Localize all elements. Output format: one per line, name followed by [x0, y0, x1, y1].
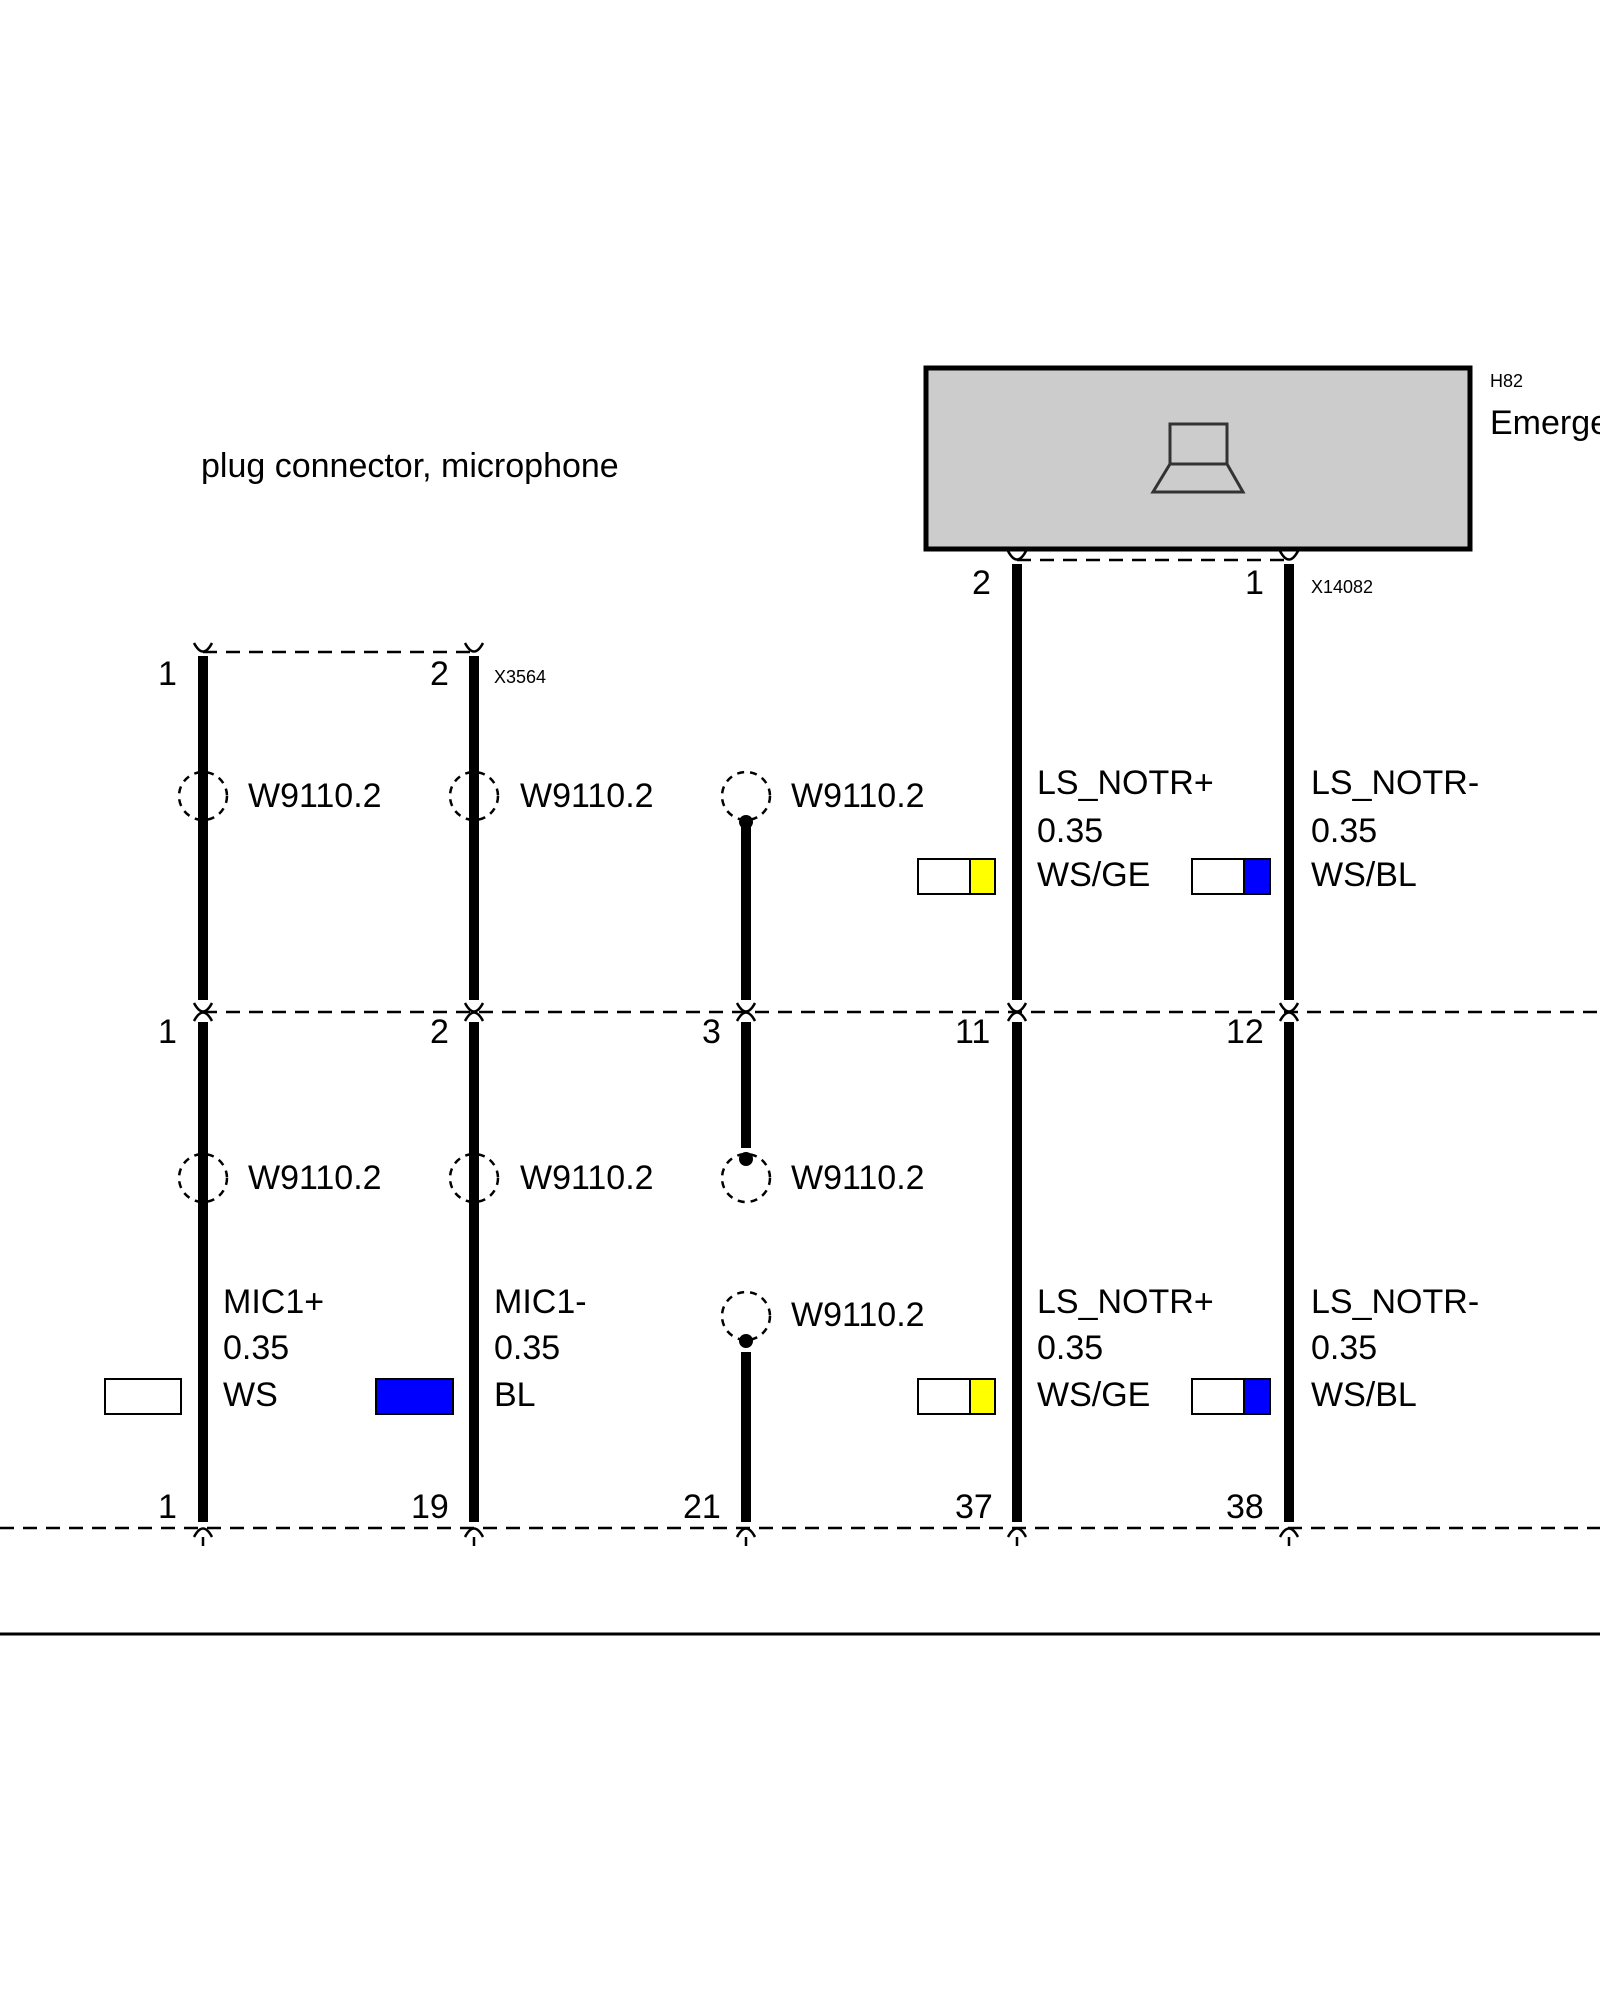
wire-color-code: WS/BL [1311, 1376, 1417, 1414]
wire-signal: LS_NOTR- [1311, 1283, 1479, 1321]
component-box [923, 365, 1473, 552]
shield-icon [448, 1152, 500, 1204]
color-swatch [917, 858, 996, 895]
shield-dot [739, 815, 753, 829]
wire-info-upper-ls-notr-plus: LS_NOTR+ 0.35 WS/GE [917, 764, 1214, 895]
wire-signal: LS_NOTR- [1311, 764, 1479, 802]
wire-color-code: WS [223, 1376, 278, 1414]
connector-id: X14082 [1311, 577, 1373, 597]
wire-info-lower-ls-notr-plus: LS_NOTR+ 0.35 WS/GE [917, 1283, 1214, 1415]
pin-label: 2 [430, 655, 449, 693]
middle-connector: 1 2 3 11 12 [158, 1002, 1600, 1051]
pin-label: 21 [683, 1488, 721, 1526]
connector-x3564: 1 2 X3564 [158, 642, 546, 693]
wire-info-mic1-minus: MIC1- 0.35 BL [375, 1283, 587, 1415]
pin-label: 19 [411, 1488, 449, 1526]
wire-color-code: BL [494, 1376, 536, 1414]
wire-color-code: WS/GE [1037, 856, 1150, 894]
wire-signal: MIC1- [494, 1283, 587, 1321]
wire-size: 0.35 [223, 1329, 289, 1367]
wire-size: 0.35 [494, 1329, 560, 1367]
wires-upper [198, 564, 1294, 1000]
pin-label: 1 [158, 1013, 177, 1051]
color-swatch [917, 1378, 996, 1415]
wires-lower [198, 1022, 1294, 1522]
shield-label: W9110.2 [520, 777, 654, 815]
shield-label: W9110.2 [520, 1159, 654, 1197]
wire-signal: LS_NOTR+ [1037, 764, 1214, 802]
pin-label: 37 [955, 1488, 993, 1526]
connector-id: X3564 [494, 667, 546, 687]
shield-label: W9110.2 [791, 777, 925, 815]
shield-label: W9110.2 [791, 1296, 925, 1334]
pin-label: 12 [1226, 1013, 1264, 1051]
pin-label: 1 [1245, 564, 1264, 602]
color-swatch [1191, 1378, 1271, 1415]
component-h82: H82 Emerge [923, 365, 1600, 552]
diagram-title: plug connector, microphone [201, 447, 619, 485]
pin-label: 38 [1226, 1488, 1264, 1526]
wire-info-mic1-plus: MIC1+ 0.35 WS [104, 1283, 324, 1415]
pin-label: 1 [158, 1488, 177, 1526]
color-swatch [1191, 858, 1271, 895]
pin-label: 11 [955, 1013, 990, 1051]
component-id: H82 [1490, 371, 1523, 391]
wire-color-code: WS/BL [1311, 856, 1417, 894]
shields [177, 770, 772, 1342]
pin-label: 3 [702, 1013, 721, 1051]
shield-icon [177, 770, 229, 822]
shield-icon [448, 770, 500, 822]
shield-icon [720, 770, 772, 822]
shield-icon [720, 1290, 772, 1342]
shield-icon [720, 1152, 772, 1204]
shield-dots [739, 815, 753, 1348]
wire-size: 0.35 [1037, 812, 1103, 850]
wire-info-upper-ls-notr-minus: LS_NOTR- 0.35 WS/BL [1191, 764, 1479, 895]
color-swatch [104, 1378, 182, 1415]
connector-x14082: 2 1 X14082 [972, 550, 1373, 602]
speaker-icon [1150, 422, 1246, 494]
shield-dot [739, 1334, 753, 1348]
wire-signal: LS_NOTR+ [1037, 1283, 1214, 1321]
shield-icon [177, 1152, 229, 1204]
shield-label: W9110.2 [248, 777, 382, 815]
shield-dot [739, 1152, 753, 1166]
color-swatch [375, 1378, 454, 1415]
wire-info-lower-ls-notr-minus: LS_NOTR- 0.35 WS/BL [1191, 1283, 1479, 1415]
pin-label: 1 [158, 655, 177, 693]
wire-size: 0.35 [1037, 1329, 1103, 1367]
wire-size: 0.35 [1311, 1329, 1377, 1367]
shield-label: W9110.2 [248, 1159, 382, 1197]
wire-signal: MIC1+ [223, 1283, 324, 1321]
pin-label: 2 [972, 564, 991, 602]
wire-size: 0.35 [1311, 812, 1377, 850]
pin-label: 2 [430, 1013, 449, 1051]
wire-color-code: WS/GE [1037, 1376, 1150, 1414]
shield-label: W9110.2 [791, 1159, 925, 1197]
bottom-connector: 1 19 21 37 38 [0, 1488, 1600, 1546]
component-name: Emerge [1490, 404, 1600, 442]
